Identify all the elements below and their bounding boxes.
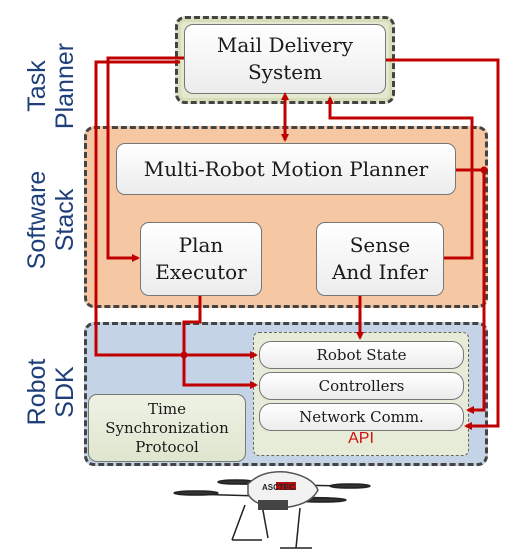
- arrow-executor-controllers: [182, 296, 258, 389]
- arrow-mail-network: [386, 58, 500, 430]
- drone-logo: ASCTEC: [262, 483, 295, 492]
- arrow-mail-executor: [106, 56, 184, 262]
- controllers-node: Controllers: [259, 372, 464, 400]
- api-label: API: [348, 430, 374, 447]
- arrow-sense-mail: [326, 96, 474, 260]
- arrow-planner-network: [456, 168, 486, 414]
- motion-planner-node: Multi-Robot Motion Planner: [116, 143, 456, 195]
- network-comm-node: Network Comm.: [259, 403, 464, 431]
- robot-state-node: Robot State: [259, 341, 464, 369]
- arrow-mail-robotstate: [94, 60, 258, 359]
